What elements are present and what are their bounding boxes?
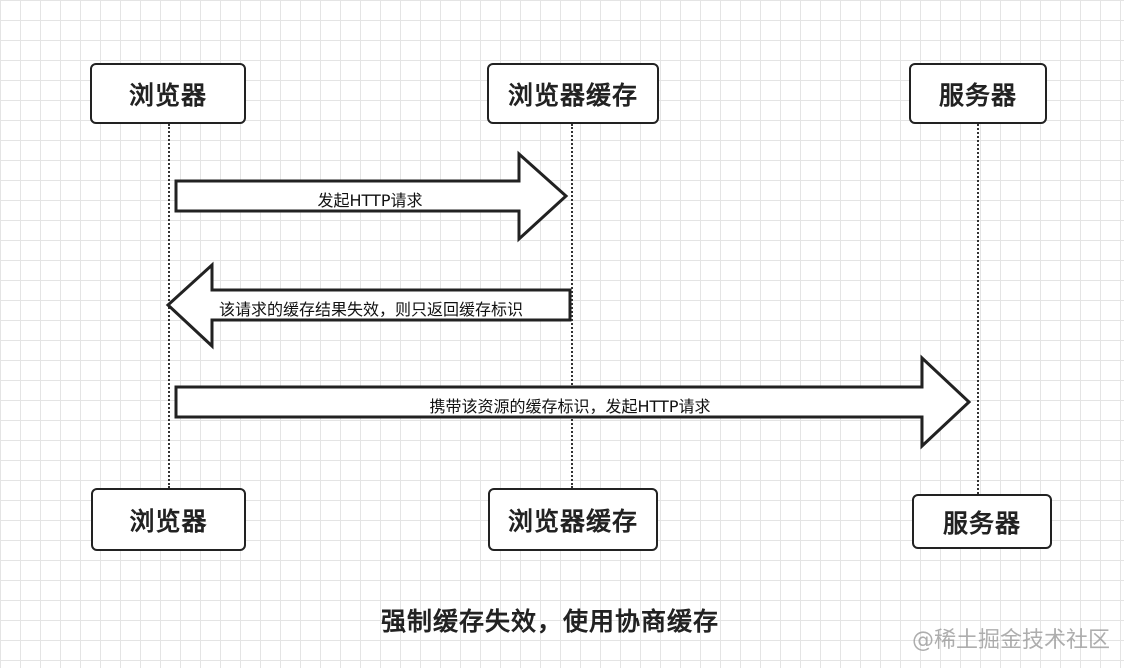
actor-browser-bottom: 浏览器 — [91, 488, 246, 551]
actor-browser-top: 浏览器 — [90, 63, 246, 124]
message-label-2: 该请求的缓存结果失效，则只返回缓存标识 — [218, 300, 523, 319]
message-label-3: 携带该资源的缓存标识，发起HTTP请求 — [429, 397, 711, 416]
lifeline-server — [977, 124, 979, 494]
actor-server-bottom: 服务器 — [912, 494, 1052, 549]
diagram-caption: 强制缓存失效，使用协商缓存 — [380, 607, 719, 636]
lifeline-browser-cache — [571, 124, 573, 488]
message-label-1: 发起HTTP请求 — [317, 191, 423, 210]
actor-server-top: 服务器 — [909, 63, 1047, 124]
watermark: @稀土掘金技术社区 — [911, 628, 1110, 653]
actor-browser-cache-bottom: 浏览器缓存 — [488, 488, 658, 551]
actor-browser-cache-top: 浏览器缓存 — [487, 63, 659, 124]
